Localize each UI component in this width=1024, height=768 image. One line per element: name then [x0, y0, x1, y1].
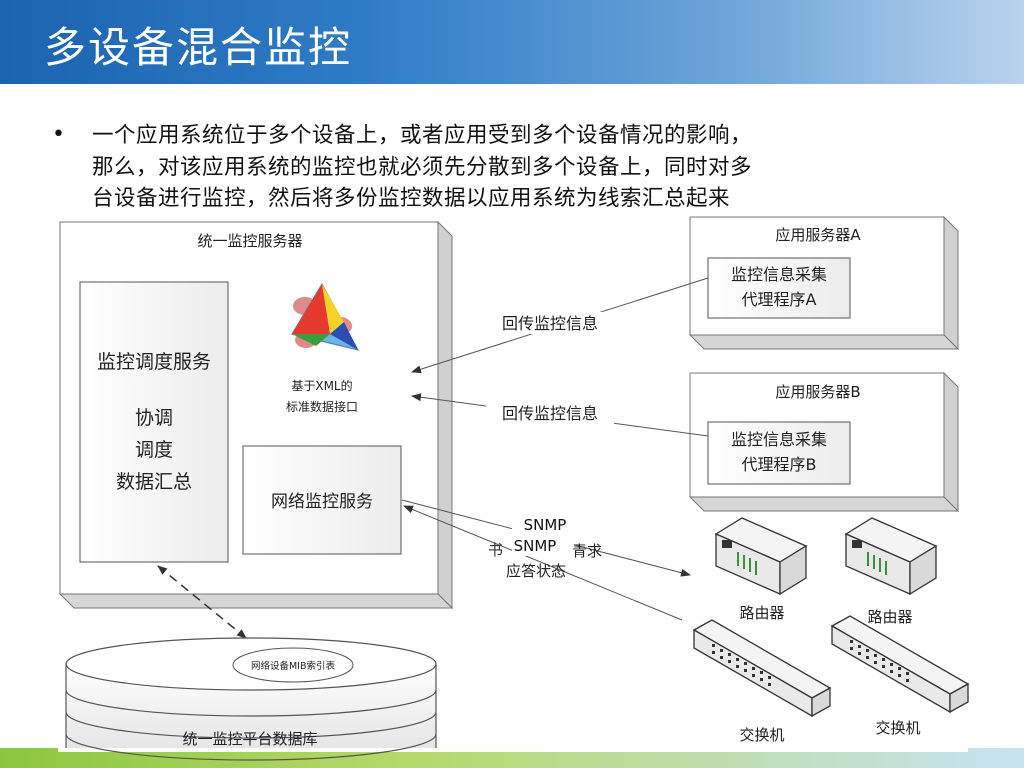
network-service-panel — [242, 445, 402, 555]
bottom-accent-strip — [0, 748, 1024, 768]
slide-title: 多设备混合监控 — [44, 23, 353, 72]
schedule-item-coordinate: 协调 — [135, 407, 173, 429]
main-server-label: 统一监控服务器 — [197, 232, 302, 250]
database-label: 统一监控平台数据库 — [182, 730, 317, 748]
agent-a-panel — [707, 257, 851, 319]
return-label-b-bg — [486, 402, 614, 424]
agent-a-label-1: 监控信息采集 — [731, 265, 827, 284]
app-server-a-title: 应用服务器A — [775, 226, 861, 244]
snmp-label-bg — [512, 514, 574, 556]
agent-b-label-2: 代理程序B — [742, 455, 817, 474]
app-server-b-title: 应用服务器B — [775, 383, 860, 401]
schedule-service-panel — [79, 281, 229, 563]
response-label: 应答状态 — [506, 562, 566, 580]
xml-interface-label-1: 基于XML的 — [291, 378, 352, 393]
xml-interface-icon — [291, 282, 359, 351]
request-fragment-left: 书 — [488, 541, 503, 559]
agent-b-label-1: 监控信息采集 — [731, 430, 827, 449]
return-label-b: 回传监控信息 — [502, 404, 598, 423]
router-2-icon — [844, 517, 938, 596]
snmp-label-2: SNMP — [514, 537, 557, 555]
network-service-label: 网络监控服务 — [271, 492, 373, 512]
switch-1-icon — [692, 619, 832, 718]
schedule-item-aggregate: 数据汇总 — [116, 471, 192, 493]
request-fragment-right: 青求 — [572, 542, 602, 560]
bullet-line-1: 一个应用系统位于多个设备上，或者应用受到多个设备情况的影响， — [92, 123, 753, 148]
bullet-line-3: 台设备进行监控，然后将多份监控数据以应用系统为线索汇总起来 — [92, 186, 731, 211]
switch-2-label: 交换机 — [875, 719, 920, 737]
switch-2-icon — [830, 615, 970, 714]
switch-1-label: 交换机 — [739, 726, 784, 744]
bullet-line-2: 那么，对该应用系统的监控也就必须先分散到多个设备上，同时对多 — [92, 155, 753, 180]
snmp-label-1: SNMP — [524, 516, 567, 534]
database-cylinder — [65, 637, 437, 761]
router-2-label: 路由器 — [867, 608, 912, 626]
snmp-response-arrow — [403, 505, 683, 621]
database-link-arrow — [157, 565, 247, 639]
bullet-marker: • — [52, 122, 65, 147]
schedule-item-dispatch: 调度 — [135, 439, 173, 461]
return-label-a-bg — [486, 312, 614, 334]
mib-index-label: 网络设备MIB索引表 — [251, 660, 336, 672]
schedule-service-title: 监控调度服务 — [97, 351, 211, 373]
router-1-label: 路由器 — [739, 604, 784, 622]
agent-b-panel — [707, 421, 851, 485]
router-1-icon — [714, 517, 808, 596]
agent-a-label-2: 代理程序A — [742, 290, 817, 309]
title-bar: 多设备混合监控 — [0, 0, 1024, 84]
xml-interface-label-2: 标准数据接口 — [286, 399, 358, 414]
return-label-a: 回传监控信息 — [502, 314, 598, 333]
